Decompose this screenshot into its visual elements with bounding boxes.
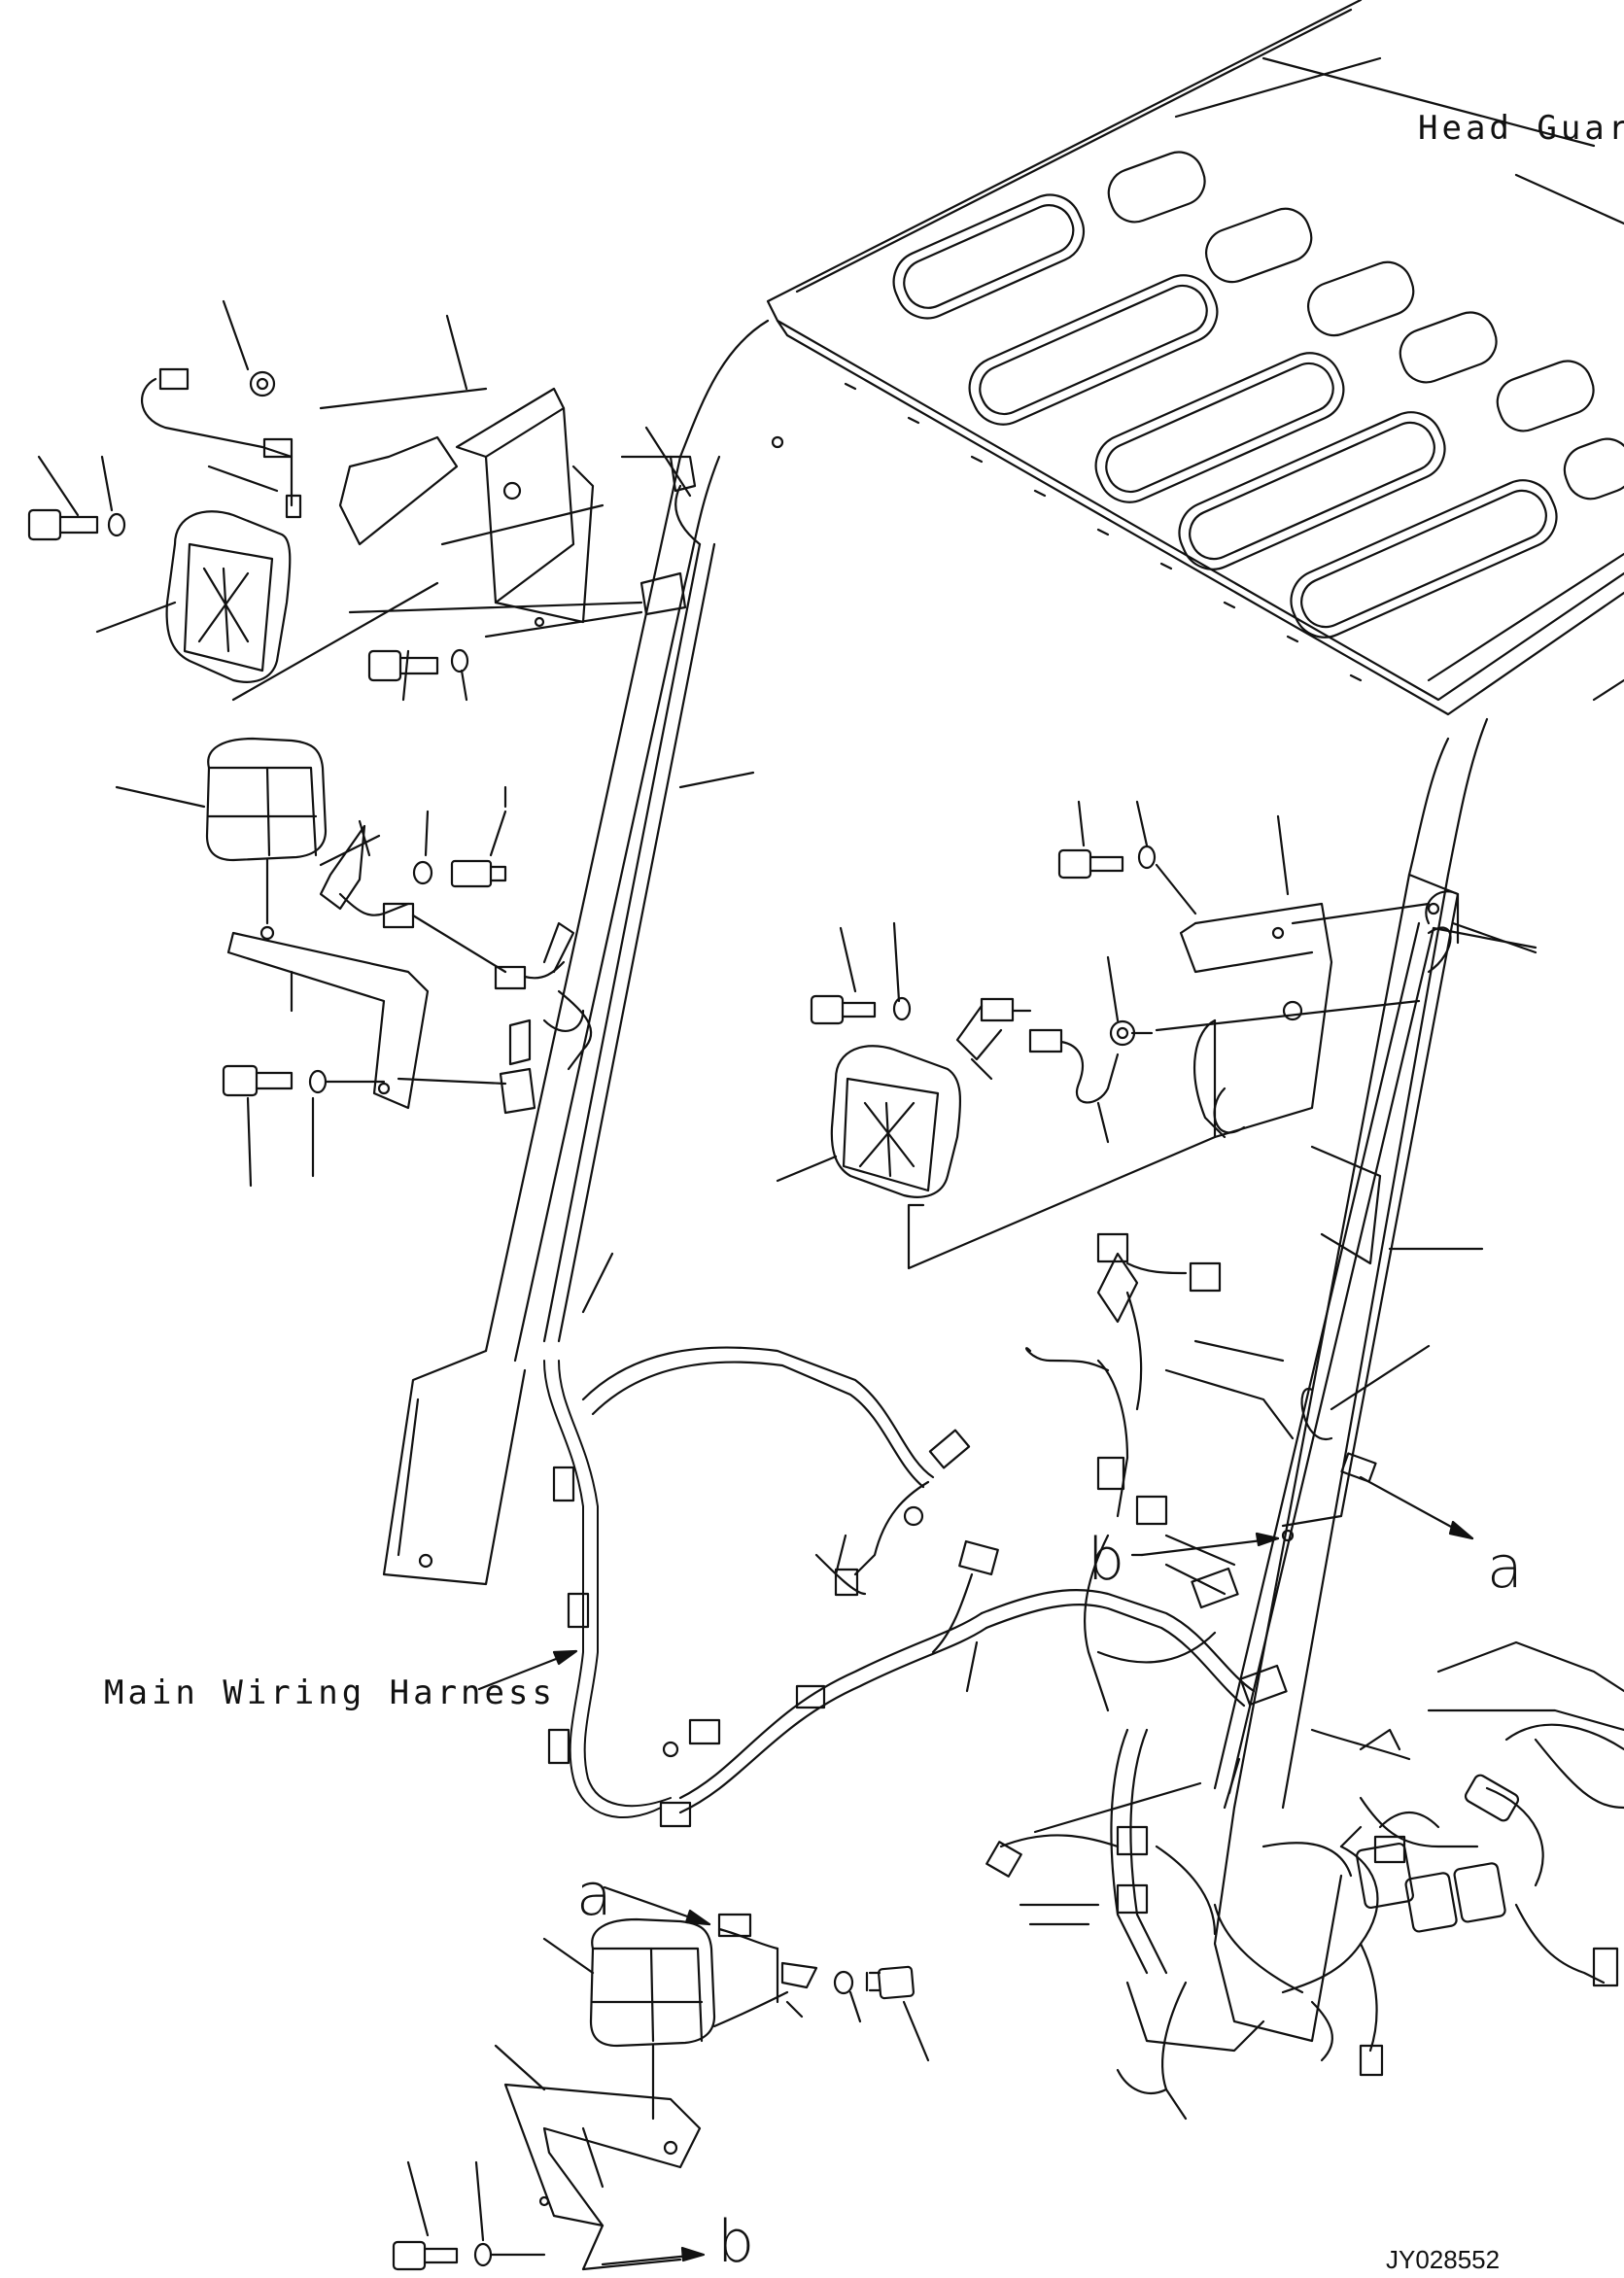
work-lamp-right: [832, 1046, 960, 1197]
arrow-head-a-lower: [686, 1911, 709, 1924]
reference-b-label-upper: b: [1088, 1526, 1125, 1594]
upper-left-lamp-assembly: [29, 301, 695, 700]
arrow-head-b-upper: [1257, 1534, 1278, 1545]
rectangular-lamp-mid-left: [207, 739, 326, 860]
arrow-head-main-harness: [554, 1651, 576, 1664]
work-lamp-upper-left: [167, 511, 291, 682]
left-pillar-harness: [544, 486, 714, 1341]
arrow-head-b-bottom: [682, 2248, 704, 2261]
roof-beam-slots: [846, 384, 1361, 680]
left-pillar: [384, 321, 782, 1584]
drawing-code: JY028552: [1386, 2245, 1501, 2274]
right-pillar-harness: [1215, 923, 1451, 1793]
reference-a-label-right: a: [1487, 1534, 1523, 1602]
head-guard-label: Head Guard: [1418, 109, 1624, 148]
reference-a-label-lower: a: [576, 1861, 612, 1929]
right-pillar: [1215, 680, 1624, 2041]
main-wiring-harness-label: Main Wiring Harness: [104, 1674, 556, 1712]
mid-left-lamp-assembly: [117, 739, 591, 1186]
right-lamp-assembly: [777, 802, 1536, 1268]
rectangular-lamp-lower: [591, 1919, 714, 2046]
head-guard: [768, 0, 1624, 714]
reference-arrows: [479, 773, 1536, 2264]
bolt: [29, 510, 97, 539]
head-guard-openings: [883, 146, 1624, 647]
washer: [109, 514, 124, 535]
reference-b-label-bottom: b: [717, 2208, 755, 2276]
lower-lamp-assembly: [394, 1915, 928, 2269]
arrow-head-a-right: [1450, 1522, 1472, 1538]
wiring-harness-bundle: [544, 1147, 1624, 2119]
bolt: [369, 651, 437, 680]
